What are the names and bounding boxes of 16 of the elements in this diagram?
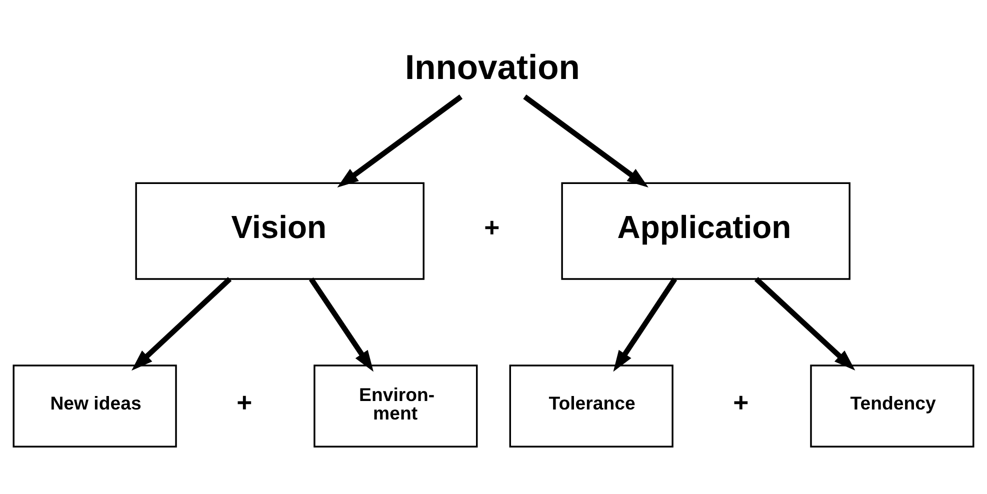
node-box: Environ- ment (314, 364, 478, 448)
label: + (236, 387, 252, 418)
arrow (613, 278, 678, 372)
arrow (132, 277, 232, 371)
arrow (337, 94, 463, 188)
node-box: Tendency (810, 364, 974, 448)
node-box: Tolerance (509, 364, 674, 448)
arrow (308, 278, 374, 372)
label: + (484, 212, 500, 242)
node-text: Innovation (404, 49, 580, 88)
label: + (733, 387, 749, 418)
arrow (754, 277, 856, 371)
node-box: Vision (135, 182, 424, 280)
node-box: New ideas (12, 364, 177, 448)
arrow (523, 94, 648, 188)
node-box: Application (561, 182, 850, 280)
